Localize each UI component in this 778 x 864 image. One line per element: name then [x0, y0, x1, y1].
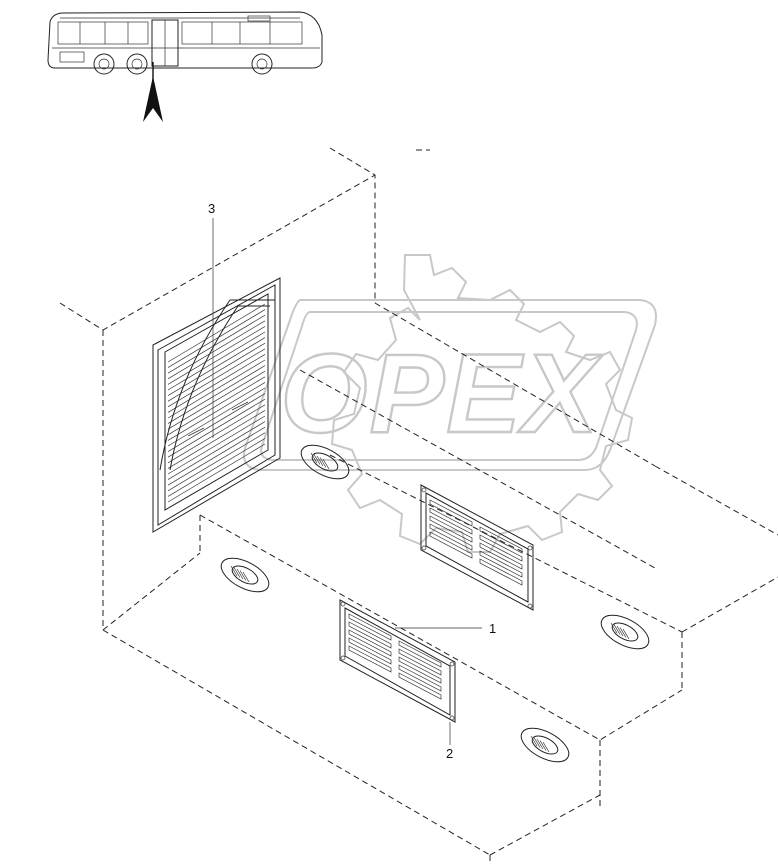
louvre-slat [167, 421, 266, 480]
marker-lamps [220, 444, 650, 763]
grille-panel-part-3 [152, 277, 281, 533]
louvre-slat [167, 320, 266, 380]
marker-lamp-icon [600, 614, 650, 650]
louvre-slat [167, 365, 266, 424]
callout-label-3: 3 [208, 201, 215, 216]
louvre-slat [167, 359, 266, 419]
louvre-slat [167, 415, 266, 475]
watermark-plate-inner [260, 311, 638, 461]
vent-slat [429, 507, 473, 535]
callout-1: 1 [395, 621, 496, 636]
grille-louvres [167, 303, 266, 503]
vent-slat [479, 550, 523, 578]
vent-slat [348, 629, 392, 657]
vent-slat [348, 621, 392, 649]
louvre-slat [167, 387, 266, 447]
louvre-slat [167, 354, 266, 413]
marker-lamp-icon [300, 444, 350, 480]
louvre-slat [167, 438, 266, 497]
louvre-slat [167, 309, 266, 368]
vent-slat [429, 523, 473, 551]
marker-lamp-icon [520, 727, 570, 763]
vent-slat [398, 648, 442, 676]
vent-slat [479, 526, 523, 554]
bus-rear-grille [59, 51, 85, 63]
vent-slat [348, 645, 392, 673]
vent-slat [348, 637, 392, 665]
louvre-slat [167, 303, 266, 363]
vent-grille-upper [420, 484, 534, 611]
callout-2: 2 [446, 722, 453, 761]
vent-slat [429, 515, 473, 543]
louvre-slat [167, 432, 266, 492]
bus-windows [57, 15, 303, 45]
marker-lamp-icon [220, 557, 270, 593]
body-structure-outline [59, 147, 778, 864]
louvre-slat [167, 393, 266, 452]
louvre-slat [167, 426, 266, 486]
vent-slat [479, 542, 523, 570]
louvre-slat [167, 342, 266, 402]
vent-slat [398, 672, 442, 700]
vent-slat [398, 664, 442, 692]
vent-slat [348, 613, 392, 641]
vent-grille-part-1 [339, 599, 456, 723]
bus-wheels [93, 53, 273, 75]
louvre-slat [167, 331, 266, 391]
watermark-text: OPEX [280, 331, 604, 456]
callout-label-2: 2 [446, 746, 453, 761]
callout-label-1: 1 [489, 621, 496, 636]
vent-slat [479, 534, 523, 562]
bus-door [151, 19, 179, 67]
vent-slat [429, 499, 473, 527]
louvre-slat [167, 398, 266, 458]
louvre-slat [167, 337, 266, 396]
vent-slat [398, 656, 442, 684]
watermark-plate [243, 299, 657, 471]
vent-slat [479, 558, 523, 586]
louvre-slat [167, 348, 266, 408]
callout-3: 3 [208, 201, 215, 438]
bus-locator-icon [47, 11, 323, 75]
louvre-slat [167, 376, 266, 436]
louvre-slat [167, 314, 266, 374]
louvre-slat [167, 370, 266, 430]
louvre-slat [167, 382, 266, 441]
louvre-slat [167, 410, 266, 469]
locator-arrow-icon [143, 62, 163, 122]
watermark-gear-icon [330, 254, 634, 553]
louvre-slat [167, 326, 266, 385]
louvre-slat [167, 443, 266, 503]
vent-slat [398, 640, 442, 668]
watermark: OPEX [243, 254, 657, 553]
vent-slat [429, 531, 473, 559]
louvre-slat [167, 404, 266, 464]
